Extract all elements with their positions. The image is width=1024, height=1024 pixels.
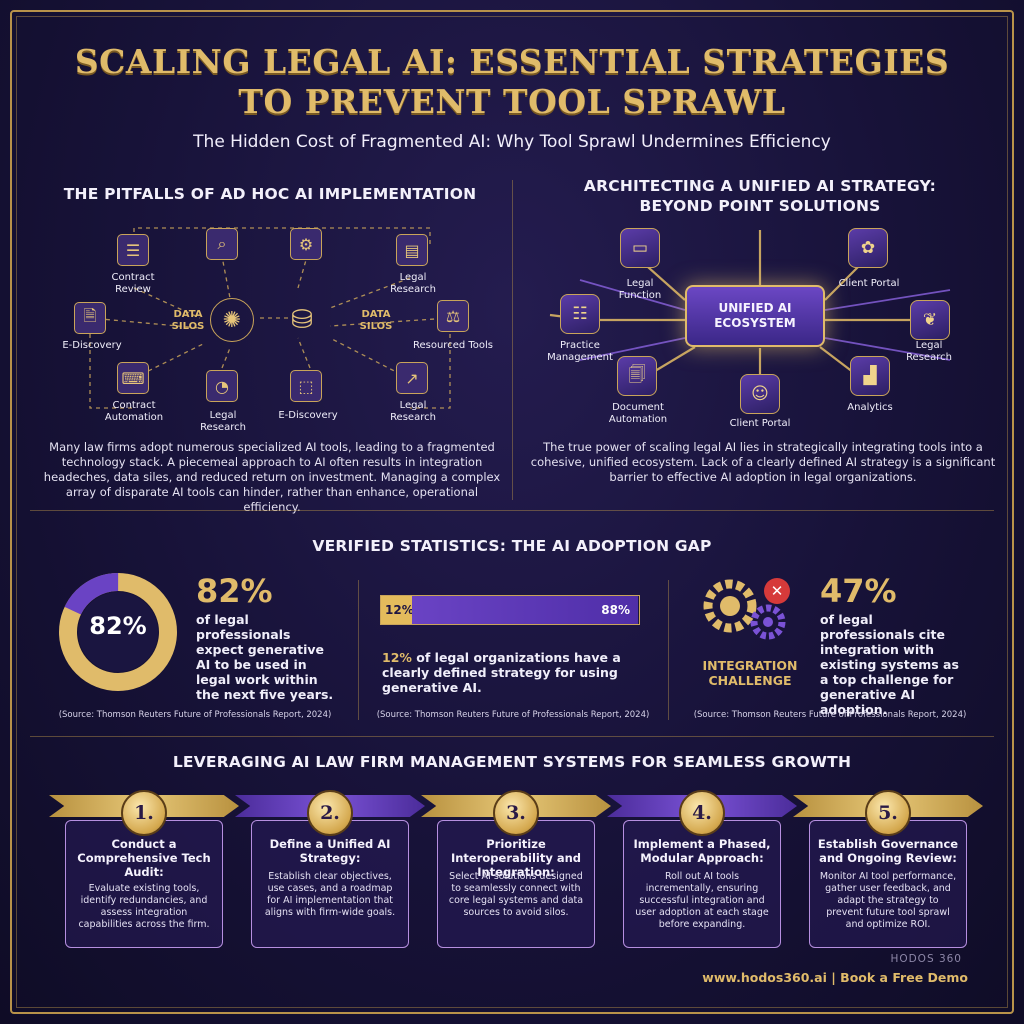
step-card: Define a Unified AI Strategy: Establish c… xyxy=(251,820,409,948)
pitfalls-connections xyxy=(89,227,451,409)
unified-ai-ecosystem-core: UNIFIED AI ECOSYSTEM xyxy=(685,285,825,347)
contract-review-icon: ☰ xyxy=(117,234,149,266)
step-description: Roll out AI tools incrementally, ensurin… xyxy=(635,871,769,930)
stat1-text: of legal professionals expect generative… xyxy=(196,612,334,702)
e-discovery-icon: 🗎 xyxy=(74,302,106,334)
pitfalls-paragraph: Many law firms adopt numerous specialize… xyxy=(43,440,501,514)
stat3-source: (Source: Thomson Reuters Future of Profe… xyxy=(693,710,967,720)
step-title: Prioritize Interoperability and Integrat… xyxy=(450,837,582,879)
stat1-ring-label: 82% xyxy=(89,612,147,640)
step-description: Select AI solutions designed to seamless… xyxy=(448,871,584,918)
step-number-badge: 4. xyxy=(679,790,725,836)
section-divider-vertical xyxy=(512,180,513,500)
footer-brand: HODOS 360 xyxy=(890,953,962,965)
step-description: Evaluate existing tools, identify redund… xyxy=(78,883,210,930)
unified-heading: ARCHITECTING A UNIFIED AI STRATEGY: BEYO… xyxy=(520,176,1000,216)
stat3-text: of legal professionals cite integration … xyxy=(820,612,959,717)
document-automation-icon: 🗐 xyxy=(617,356,657,396)
pitfalls-heading: THE PITFALLS OF AD HOC AI IMPLEMENTATION xyxy=(63,185,477,203)
stat2-bar-gold-segment: 12% xyxy=(381,596,414,624)
stats-heading: VERIFIED STATISTICS: THE AI ADOPTION GAP xyxy=(312,537,712,555)
unified-heading-line-1: ARCHITECTING A UNIFIED AI STRATEGY: xyxy=(583,177,937,195)
step-card: Prioritize Interoperability and Integrat… xyxy=(437,820,595,948)
database-icon: ⛁ xyxy=(291,305,313,335)
unified-heading-line-2: BEYOND POINT SOLUTIONS xyxy=(639,197,881,215)
stat2-bar-purple-segment: 88% xyxy=(411,596,638,624)
step-title: Conduct a Comprehensive Tech Audit: xyxy=(77,837,211,879)
node-legal-research-top: Legal Research xyxy=(390,272,436,295)
stats-divider-1 xyxy=(358,580,359,720)
node-client-portal-bottom: Client Portal xyxy=(729,418,791,429)
step-title: Implement a Phased, Modular Approach: xyxy=(633,837,771,865)
legal-research-leaf-icon: ❦ xyxy=(910,300,950,340)
node-practice-management: Practice Management xyxy=(547,340,613,363)
steps-heading: LEVERAGING AI LAW FIRM MANAGEMENT SYSTEM… xyxy=(172,753,852,771)
resourced-tools-icon: ⚖ xyxy=(437,300,469,332)
stat2-text: of legal organizations have a clearly de… xyxy=(382,650,621,695)
unified-paragraph: The true power of scaling legal AI lies … xyxy=(530,440,996,484)
footer-link[interactable]: www.hodos360.ai | Book a Free Demo xyxy=(702,970,968,985)
legal-research-icon: ▤ xyxy=(396,234,428,266)
node-legal-research: Legal Research xyxy=(906,340,952,363)
e-discovery-bottom-icon: ⬚ xyxy=(290,370,322,402)
data-silos-right: DATA SILOS xyxy=(359,309,393,332)
stats-divider-2 xyxy=(668,580,669,720)
title-line-2: TO PREVENT TOOL SPRAWL xyxy=(238,82,786,121)
step-description: Monitor AI tool performance, gather user… xyxy=(819,871,957,930)
chip-icon: ⚙ xyxy=(290,228,322,260)
node-legal-research-bottom: Legal Research xyxy=(200,410,246,433)
step-number-badge: 5. xyxy=(865,790,911,836)
node-legal-function: Legal Function xyxy=(618,278,662,301)
page-title: SCALING LEGAL AI: ESSENTIAL STRATEGIES T… xyxy=(40,42,984,122)
stat2-source: (Source: Thomson Reuters Future of Profe… xyxy=(376,710,650,720)
stat3-percent: 47% xyxy=(820,572,897,610)
node-client-portal-top: Client Portal xyxy=(838,278,900,289)
stat2-bar: 12% 88% xyxy=(380,595,640,625)
magnifier-icon: ⌕ xyxy=(206,228,238,260)
step-title: Establish Governance and Ongoing Review: xyxy=(817,837,959,865)
step-card: Establish Governance and Ongoing Review:… xyxy=(809,820,967,948)
title-line-1: SCALING LEGAL AI: ESSENTIAL STRATEGIES xyxy=(74,42,950,81)
node-legal-research-bottom-right: Legal Research xyxy=(390,400,436,423)
stat2-text-block: 12% of legal organizations have a clearl… xyxy=(382,650,646,695)
section-divider-stats-top xyxy=(30,510,994,511)
stat1-source: (Source: Thomson Reuters Future of Profe… xyxy=(58,710,332,720)
gear-icon xyxy=(703,579,786,640)
step-card: Implement a Phased, Modular Approach: Rol… xyxy=(623,820,781,948)
node-contract-automation: Contract Automation xyxy=(104,400,164,423)
step-description: Establish clear objectives, use cases, a… xyxy=(264,871,396,918)
stat2-percent: 12% xyxy=(382,650,412,665)
node-resourced-tools: Resourced Tools xyxy=(412,340,494,351)
practice-management-icon: ☷ xyxy=(560,294,600,334)
step-title: Define a Unified AI Strategy: xyxy=(269,837,391,865)
node-contract-review: Contract Review xyxy=(111,272,155,295)
legal-research-bottom-icon: ◔ xyxy=(206,370,238,402)
node-e-discovery-bottom: E-Discovery xyxy=(278,410,338,421)
step-number-badge: 3. xyxy=(493,790,539,836)
legal-function-icon: ▭ xyxy=(620,228,660,268)
legal-research-chart-icon: ↗ xyxy=(396,362,428,394)
node-analytics: Analytics xyxy=(847,402,893,413)
client-portal-icon: ✿ xyxy=(848,228,888,268)
error-x-icon: ✕ xyxy=(764,578,790,604)
step-number-badge: 2. xyxy=(307,790,353,836)
integration-challenge-badge: INTEGRATION CHALLENGE xyxy=(702,658,798,688)
client-portal-user-icon: ☺ xyxy=(740,374,780,414)
brain-icon: ✺ xyxy=(210,298,254,342)
stat1-ring xyxy=(59,573,177,691)
data-silos-left: DATA SILOS xyxy=(171,309,205,332)
node-document-automation: Document Automation xyxy=(608,402,668,425)
node-e-discovery-left: E-Discovery xyxy=(62,340,122,351)
contract-automation-icon: ⌨ xyxy=(117,362,149,394)
page-subtitle: The Hidden Cost of Fragmented AI: Why To… xyxy=(193,132,831,152)
section-divider-steps-top xyxy=(30,736,994,737)
stat1-percent: 82% xyxy=(196,572,273,610)
step-number-badge: 1. xyxy=(121,790,167,836)
step-card: Conduct a Comprehensive Tech Audit:Evalu… xyxy=(65,820,223,948)
analytics-icon: ▟ xyxy=(850,356,890,396)
